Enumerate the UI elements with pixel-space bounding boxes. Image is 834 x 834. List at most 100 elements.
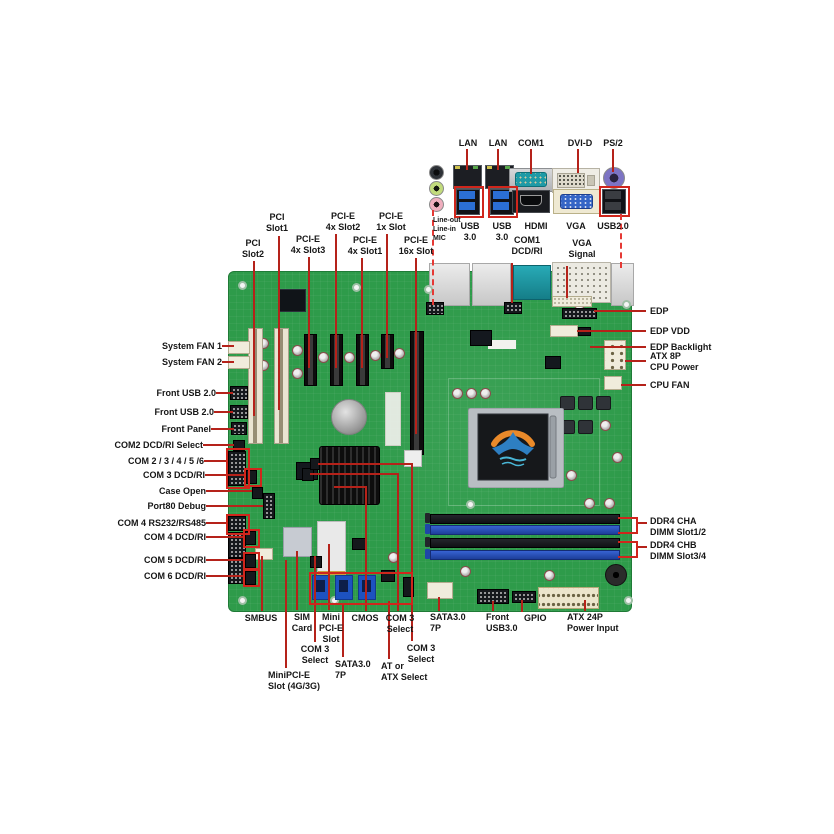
leader-line xyxy=(222,345,234,347)
highlight-box-usb3 xyxy=(488,186,518,218)
leader-line xyxy=(438,597,440,611)
leader-line xyxy=(296,551,298,610)
mount-hole xyxy=(352,283,361,292)
atx-24p-connector xyxy=(538,587,599,609)
buzzer xyxy=(605,564,627,586)
label-com4-dcdri: COM 4 DCD/RI xyxy=(143,532,206,542)
pci-slot xyxy=(274,328,289,444)
leader-line xyxy=(584,600,586,611)
label-vga: VGA xyxy=(566,221,586,231)
label-front-usb20-b: Front USB 2.0 xyxy=(154,407,214,417)
usb3-tongue xyxy=(459,191,475,199)
leader-line xyxy=(497,149,499,170)
label-ps2: PS/2 xyxy=(603,138,623,148)
vga-signal-header xyxy=(552,296,592,307)
pcie-latch xyxy=(404,450,422,467)
highlight-box-jumper xyxy=(244,468,262,487)
leader-line xyxy=(511,263,513,303)
leader-line xyxy=(612,149,614,172)
gpio-header xyxy=(512,591,536,603)
highlight-box-usb3 xyxy=(454,186,484,218)
leader-line xyxy=(206,559,243,561)
label-cpu-fan: CPU FAN xyxy=(650,380,690,390)
rear-block-lan-usb xyxy=(472,263,511,306)
pcie-4x-slot xyxy=(304,334,317,386)
leader-line xyxy=(261,556,263,611)
edp-vdd-connector xyxy=(550,325,578,337)
silkscreen-rect xyxy=(385,392,401,446)
leader-line xyxy=(318,463,413,465)
leader-line xyxy=(203,444,234,446)
label-pcie-4x-slot3: PCI-E 4x Slot3 xyxy=(290,234,326,255)
highlight-box-jumper xyxy=(243,552,260,571)
leader-line xyxy=(625,360,646,362)
label-atx-8p: ATX 8P CPU Power xyxy=(650,351,699,372)
label-pci-slot1: PCI Slot1 xyxy=(265,212,289,233)
leader-line xyxy=(206,536,243,538)
highlight-box-sata xyxy=(309,572,413,605)
leader-line xyxy=(577,330,646,332)
capacitor xyxy=(604,498,615,509)
mount-hole xyxy=(238,281,247,290)
leader-line xyxy=(328,544,330,610)
label-audio-jacks: Line-out Line-in MIC xyxy=(433,217,461,242)
lan-led xyxy=(455,166,460,169)
rear-block-usb2 xyxy=(611,263,634,306)
label-usb3-b: USB 3.0 xyxy=(492,221,512,242)
dimm-slot xyxy=(430,525,620,535)
usb2-tongue xyxy=(605,202,621,210)
com4-rs-header xyxy=(228,516,246,531)
label-front-usb30: Front USB3.0 xyxy=(486,612,518,633)
label-hdmi: HDMI xyxy=(524,221,548,231)
highlight-box-usb2 xyxy=(599,186,630,217)
com3-select-jumper xyxy=(403,577,414,597)
label-pcie-4x-slot2: PCI-E 4x Slot2 xyxy=(325,211,361,232)
label-cmos: CMOS xyxy=(351,613,379,623)
label-edp: EDP xyxy=(650,306,669,316)
rear-block-lan-usb xyxy=(429,263,470,306)
label-com2-dcdri-select: COM2 DCD/RI Select xyxy=(114,440,203,450)
inductor xyxy=(578,396,593,410)
capacitor xyxy=(452,388,463,399)
label-gpio: GPIO xyxy=(524,613,547,623)
dimm-slot xyxy=(430,550,620,560)
dimm-latch xyxy=(425,513,430,523)
mount-hole xyxy=(466,500,475,509)
capacitor xyxy=(544,570,555,581)
leader-line xyxy=(216,392,233,394)
leader-line xyxy=(590,346,646,348)
capacitor xyxy=(344,352,355,363)
dimm-latch xyxy=(425,524,430,534)
leader-line xyxy=(415,258,417,434)
leader-line xyxy=(204,460,228,462)
label-com3-select-c: COM 3 Select xyxy=(300,644,330,665)
label-pcie-4x-slot1: PCI-E 4x Slot1 xyxy=(347,235,383,256)
label-sim-card: SIM Card xyxy=(291,612,313,633)
cpu-fan-connector xyxy=(604,376,622,390)
highlight-box-jumper xyxy=(243,529,260,548)
leader-line xyxy=(361,258,363,368)
vga-db15-port xyxy=(560,194,593,209)
highlight-box-jumper xyxy=(243,568,260,587)
usb3-tongue xyxy=(459,202,475,210)
usb2-tongue xyxy=(605,191,621,199)
leader-line xyxy=(594,310,646,312)
front-audio-header xyxy=(426,302,444,315)
label-com1-dcdri: COM1 DCD/RI xyxy=(511,235,543,256)
leader-line xyxy=(206,522,228,524)
front-usb3-header xyxy=(477,589,509,604)
inductor xyxy=(578,420,593,434)
audio-jack-lineout xyxy=(429,165,444,180)
capacitor xyxy=(370,350,381,361)
label-front-panel: Front Panel xyxy=(161,424,211,434)
dimm-latch xyxy=(425,549,430,559)
leader-line xyxy=(205,474,245,476)
leader-line xyxy=(411,463,413,641)
audio-jack-mic xyxy=(429,197,444,212)
label-sata7p-b: SATA3.0 7P xyxy=(335,659,371,680)
label-front-usb20-a: Front USB 2.0 xyxy=(156,388,216,398)
lan-led xyxy=(487,166,492,169)
leader-line xyxy=(365,486,367,611)
com1-dcdri-header xyxy=(504,302,522,314)
capacitor xyxy=(584,498,595,509)
